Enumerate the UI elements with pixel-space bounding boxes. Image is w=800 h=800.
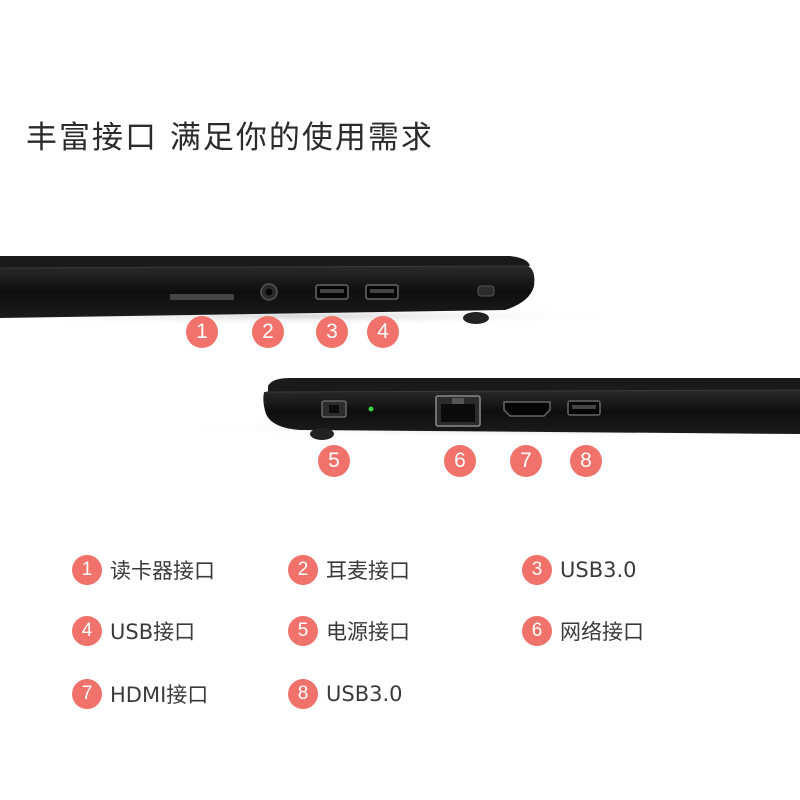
legend-item-card-reader: 1 读卡器接口	[72, 553, 215, 587]
laptop-left-side	[0, 256, 640, 326]
callout-2: 2	[252, 316, 284, 348]
legend-label: USB接口	[110, 620, 196, 644]
legend-number: 7	[72, 679, 102, 709]
callout-5: 5	[318, 445, 350, 477]
legend-number: 8	[288, 679, 318, 709]
callout-4: 4	[367, 316, 399, 348]
legend-item-usb30-a: 3 USB3.0	[522, 553, 637, 587]
callout-1: 1	[186, 316, 218, 348]
legend-label: 读卡器接口	[110, 559, 215, 583]
legend-label: HDMI接口	[110, 683, 209, 707]
card-reader-slot-shape	[170, 294, 234, 300]
legend-number: 3	[522, 555, 552, 585]
legend-number: 6	[522, 616, 552, 646]
legend-label: 电源接口	[326, 620, 410, 644]
callout-3: 3	[316, 316, 348, 348]
legend-label: 网络接口	[560, 620, 644, 644]
legend-label: USB3.0	[560, 558, 637, 582]
callout-7: 7	[510, 445, 542, 477]
legend-item-headset: 2 耳麦接口	[288, 553, 410, 587]
legend-label: USB3.0	[326, 682, 403, 706]
legend-item-usb: 4 USB接口	[72, 614, 195, 648]
legend-item-network: 6 网络接口	[522, 614, 644, 648]
callout-8: 8	[570, 445, 602, 477]
legend-item-power: 5 电源接口	[288, 614, 410, 648]
legend-item-usb30-b: 8 USB3.0	[288, 677, 403, 711]
laptop-right-side	[160, 378, 800, 440]
legend-number: 2	[288, 555, 318, 585]
legend-item-hdmi: 7 HDMI接口	[72, 677, 208, 711]
callout-6: 6	[444, 445, 476, 477]
legend-number: 4	[72, 616, 102, 646]
legend-number: 5	[288, 616, 318, 646]
legend-label: 耳麦接口	[326, 559, 410, 583]
legend-number: 1	[72, 555, 102, 585]
page-headline: 丰富接口 满足你的使用需求	[26, 120, 434, 156]
